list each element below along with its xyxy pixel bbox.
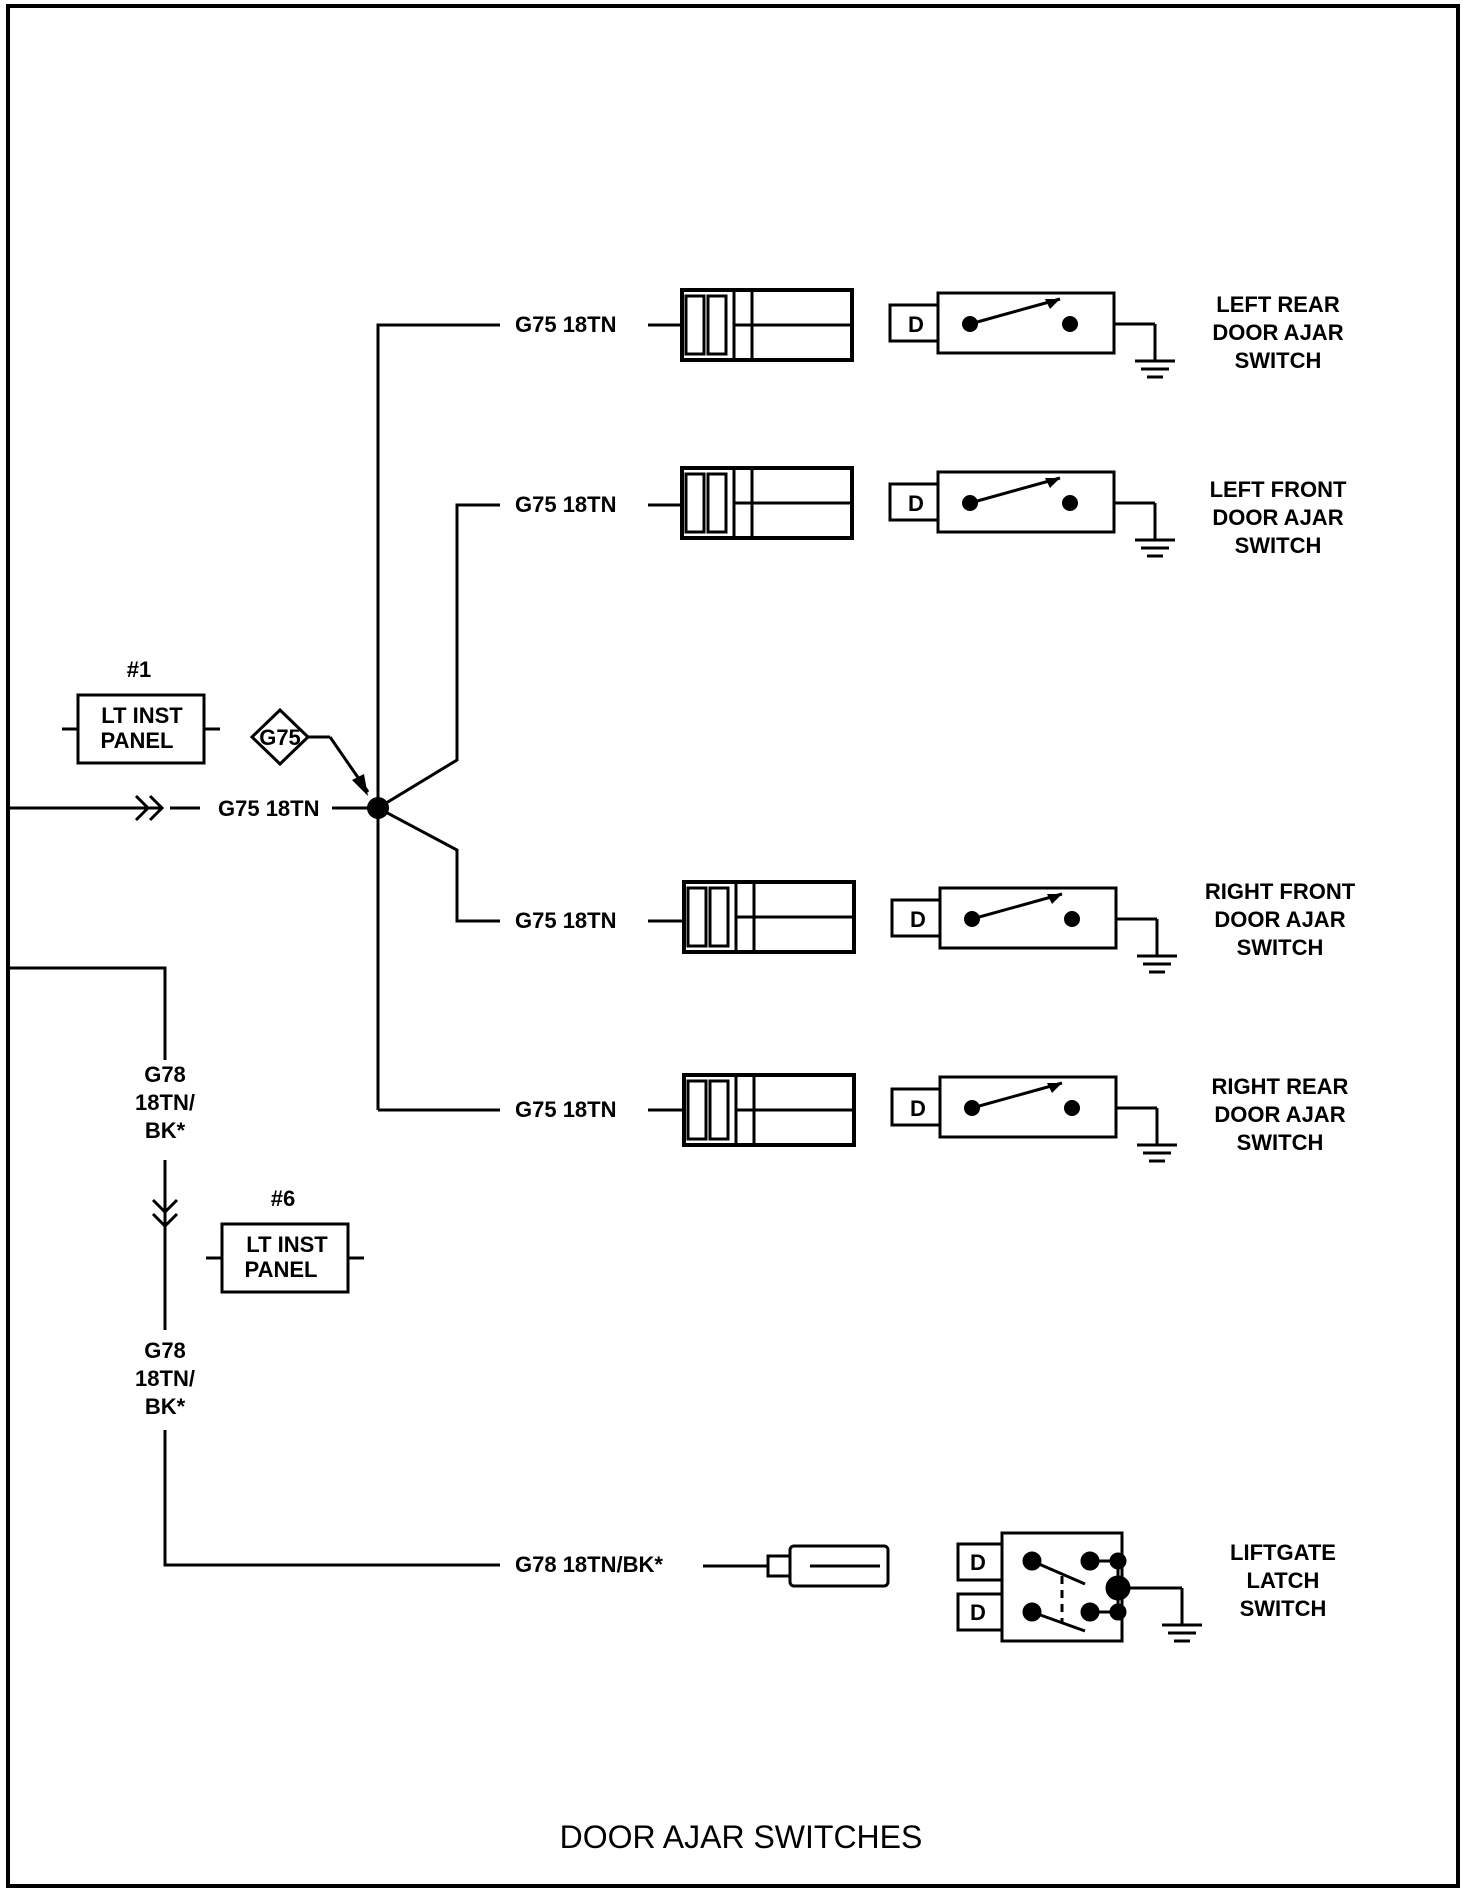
connector-plug [682, 880, 856, 954]
splice-diamond [249, 707, 370, 796]
switch-line3: SWITCH [1235, 348, 1322, 373]
branch-right-rear: G75 18TN D RIGHT REAR DOOR AJAR SWITCH [515, 1073, 1349, 1163]
g78-upper-line2: 18TN/ [135, 1090, 195, 1115]
branch-left-front: G75 18TN D LEFT FRONT DOOR AJAR SWITCH [515, 466, 1347, 558]
connector-1-number: #1 [127, 657, 151, 682]
terminal-letter: D [908, 312, 924, 337]
switch-line2: DOOR AJAR [1214, 907, 1345, 932]
splice-dot [367, 797, 389, 819]
diagram-title: DOOR AJAR SWITCHES [560, 1819, 923, 1855]
g78-upper-line3: BK* [145, 1118, 186, 1143]
branch-liftgate: G78 18TN/BK* [515, 1531, 1336, 1643]
connector-6-line1: LT INST [246, 1232, 328, 1257]
main-wire-label: G75 18TN [218, 796, 320, 821]
splice-label: G75 [259, 725, 301, 750]
liftgate-line3: SWITCH [1240, 1596, 1327, 1621]
branch-wire-label: G75 18TN [515, 908, 617, 933]
switch-line1: RIGHT FRONT [1205, 879, 1356, 904]
connector-6-box [206, 1222, 364, 1294]
terminal-letter: D [910, 1096, 926, 1121]
switch-line3: SWITCH [1237, 935, 1324, 960]
switch-line3: SWITCH [1235, 533, 1322, 558]
terminal-letter: D [910, 907, 926, 932]
switch-line3: SWITCH [1237, 1130, 1324, 1155]
branch-wire-label: G75 18TN [515, 312, 617, 337]
branch-right-front: G75 18TN D RIGHT FRONT DOOR AJAR SWITCH [515, 879, 1356, 974]
connector-1-box [62, 693, 220, 765]
liftgate-line1: LIFTGATE [1230, 1540, 1336, 1565]
g78-lower-line1: G78 [144, 1338, 186, 1363]
connector-6-line2: PANEL [245, 1257, 318, 1282]
switch-line1: RIGHT REAR [1212, 1074, 1349, 1099]
g78-lower-line2: 18TN/ [135, 1366, 195, 1391]
trunk-wires [10, 323, 500, 1567]
liftgate-switch-symbol [956, 1531, 1202, 1643]
switch-line2: DOOR AJAR [1214, 1102, 1345, 1127]
switch-line2: DOOR AJAR [1212, 505, 1343, 530]
liftgate-terminal-letter-top: D [970, 1550, 986, 1575]
connector-1-line2: PANEL [101, 728, 174, 753]
g78-upper-line1: G78 [144, 1062, 186, 1087]
branch-wire-label: G75 18TN [515, 492, 617, 517]
diagram-border [6, 4, 1460, 1888]
terminal-letter: D [908, 491, 924, 516]
branch-wire-label: G75 18TN [515, 1097, 617, 1122]
door-switch-symbol [890, 886, 1179, 974]
liftgate-wire-label: G78 18TN/BK* [515, 1552, 663, 1577]
connector-6-number: #6 [271, 1186, 295, 1211]
connector-plug [680, 466, 854, 540]
branch-left-rear: G75 18TN D LEFT REAR DOOR AJAR SWITCH [515, 288, 1344, 379]
inline-connector-g78 [151, 1198, 179, 1268]
switch-line1: LEFT REAR [1216, 292, 1340, 317]
door-switch-symbol [888, 470, 1177, 558]
liftgate-terminal-letter-bottom: D [970, 1600, 986, 1625]
liftgate-line2: LATCH [1247, 1568, 1320, 1593]
door-switch-symbol [888, 291, 1177, 379]
g78-lower-line3: BK* [145, 1394, 186, 1419]
connector-1-line1: LT INST [101, 703, 183, 728]
switch-line2: DOOR AJAR [1212, 320, 1343, 345]
inline-connector-main [110, 794, 165, 822]
connector-plug [680, 288, 854, 362]
door-switch-symbol [890, 1075, 1179, 1163]
liftgate-connector-plug [703, 1544, 890, 1588]
switch-line1: LEFT FRONT [1210, 477, 1347, 502]
connector-plug [682, 1073, 856, 1147]
